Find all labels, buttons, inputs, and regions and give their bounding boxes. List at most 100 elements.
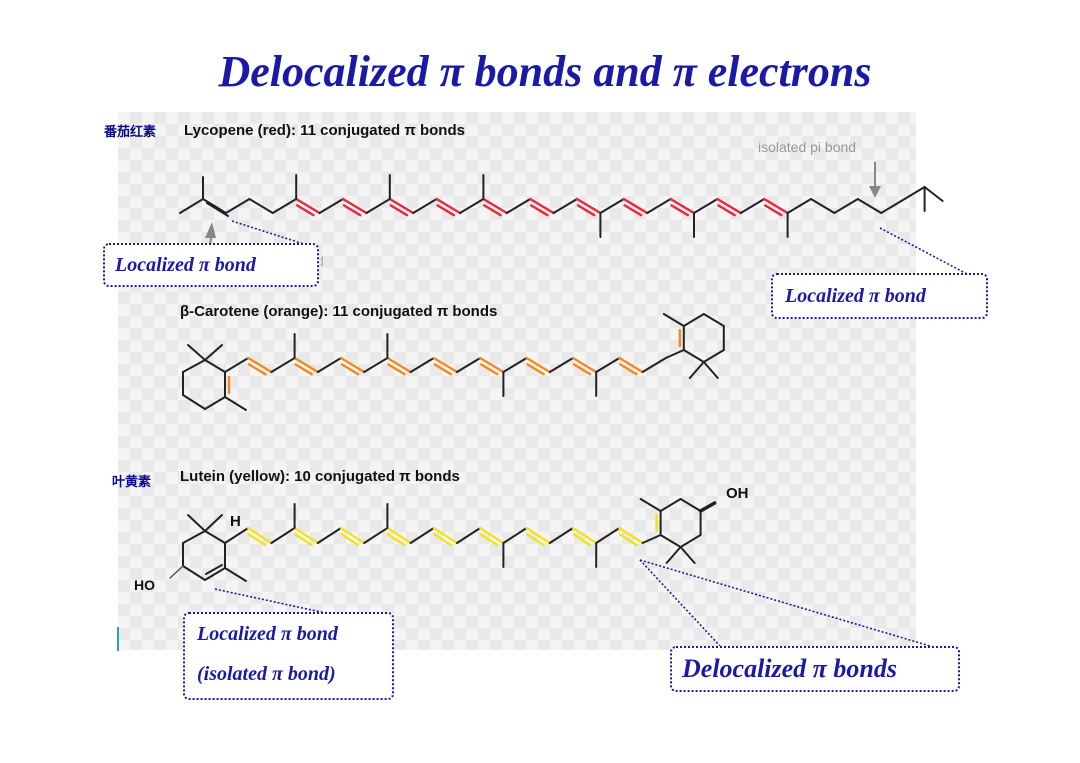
bond-line xyxy=(316,527,342,544)
isolated-pi-bond-note: isolated pi bond xyxy=(758,139,857,155)
bond-line xyxy=(622,197,649,215)
arrow-up-icon xyxy=(205,222,216,238)
bond-line xyxy=(456,527,482,544)
bond-line xyxy=(595,357,621,373)
bond-line xyxy=(665,546,682,564)
bond-line xyxy=(502,357,528,373)
bond-line xyxy=(548,527,574,544)
bond-line xyxy=(698,501,717,513)
bond-line xyxy=(294,533,313,547)
localized-bond-callout-bottom: Localized π bond (isolated π bond) xyxy=(183,612,394,700)
bond-line xyxy=(717,204,736,217)
bond-line xyxy=(224,357,250,373)
bond-line xyxy=(763,197,789,215)
bond-line xyxy=(202,198,227,214)
bond-line xyxy=(682,349,705,363)
bond-line xyxy=(479,526,505,545)
bond-line xyxy=(482,197,508,215)
bond-line xyxy=(182,394,206,410)
bond-line xyxy=(646,198,672,214)
bond-line xyxy=(702,349,725,363)
bond-line xyxy=(669,197,696,215)
bond-line xyxy=(204,567,226,581)
bond-line xyxy=(412,198,438,214)
bond-line xyxy=(389,204,409,217)
bond-line xyxy=(618,356,644,374)
bond-line xyxy=(386,356,412,374)
bond-line xyxy=(479,533,499,547)
bond-line xyxy=(702,313,725,327)
bond-line xyxy=(880,198,906,214)
bond-line xyxy=(386,533,406,547)
bond-line xyxy=(341,197,368,215)
bond-line xyxy=(595,527,621,544)
bond-line xyxy=(662,313,685,327)
bond-line xyxy=(435,197,462,215)
bond-line xyxy=(833,198,859,214)
bond-line xyxy=(182,530,206,544)
bond-line xyxy=(525,356,551,374)
molecule-panel xyxy=(118,112,916,650)
bond-line xyxy=(679,546,696,564)
bond-line xyxy=(525,526,551,545)
arrow-down-icon xyxy=(869,186,881,198)
bond-line xyxy=(502,527,528,544)
bond-line xyxy=(599,198,625,214)
bond-line xyxy=(786,198,812,214)
bond-line xyxy=(526,363,545,376)
oh-atom-label: OH xyxy=(726,485,749,502)
bond-line xyxy=(619,363,638,376)
lycopene-structure xyxy=(179,174,944,238)
bond-line xyxy=(856,198,883,214)
bond-line xyxy=(224,396,247,411)
leader-line xyxy=(214,588,331,615)
bond-line xyxy=(479,363,499,376)
bond-line xyxy=(206,202,229,217)
bond-line xyxy=(456,357,482,373)
bond-line xyxy=(386,526,412,545)
h-atom-label: H xyxy=(230,513,241,530)
bond-line xyxy=(224,527,250,544)
page-title: Delocalized π bonds and π electrons xyxy=(218,47,872,96)
bond-line xyxy=(688,361,705,379)
bond-line xyxy=(247,363,267,376)
bond-line xyxy=(247,533,267,547)
bond-line xyxy=(618,533,638,547)
delocalized-bonds-callout: Delocalized π bonds xyxy=(670,646,960,692)
bond-line xyxy=(682,313,705,327)
bond-line xyxy=(436,204,456,217)
bond-line xyxy=(572,363,592,376)
bond-line xyxy=(903,186,926,200)
lycopene-chinese-label: 番茄红素 xyxy=(104,125,157,140)
bond-line xyxy=(552,198,578,214)
bond-line xyxy=(571,356,598,374)
bond-line xyxy=(739,198,766,214)
bond-line xyxy=(246,356,273,374)
bond-line xyxy=(639,498,662,512)
bond-line xyxy=(479,356,505,374)
bond-line xyxy=(459,198,485,214)
bond-line xyxy=(575,197,602,215)
localized-bond-callout-left: Localized π bond xyxy=(103,243,319,287)
bond-line xyxy=(179,198,204,214)
bond-line xyxy=(365,198,391,214)
bond-line xyxy=(679,534,702,548)
bond-line xyxy=(363,357,389,373)
bond-line xyxy=(295,197,321,215)
ho-atom-label: HO xyxy=(134,577,155,593)
leader-line xyxy=(231,220,311,247)
bond-line xyxy=(204,514,223,532)
bond-line xyxy=(293,356,319,374)
bond-line xyxy=(483,204,502,217)
lutein-chinese-label: 叶黄素 xyxy=(112,475,152,490)
bond-line xyxy=(670,204,690,217)
bond-line xyxy=(204,359,226,373)
bond-line xyxy=(664,349,685,359)
bond-line xyxy=(529,204,549,217)
bond-line xyxy=(702,361,719,379)
bond-line xyxy=(342,204,362,217)
bond-line xyxy=(659,498,682,512)
bond-line xyxy=(339,526,366,545)
bond-line xyxy=(204,344,223,361)
